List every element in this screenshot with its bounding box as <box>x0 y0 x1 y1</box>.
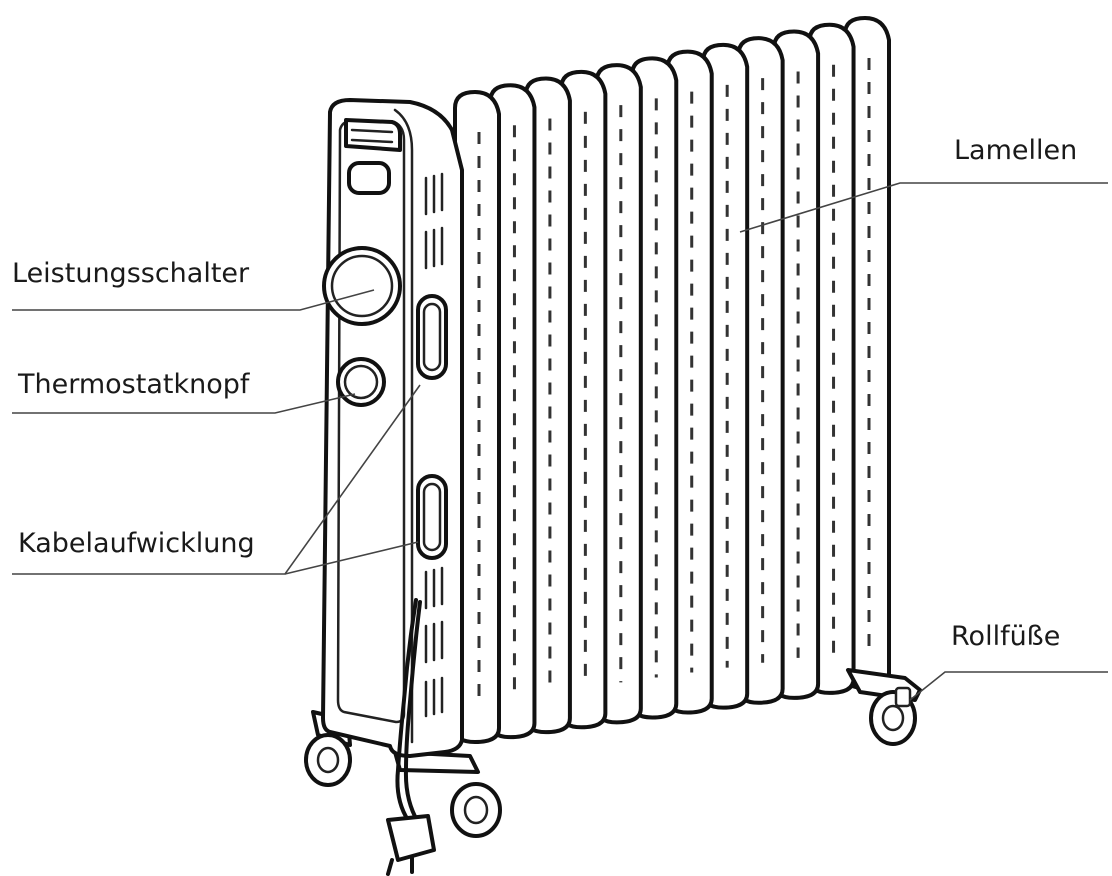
upper-cable-winding-post <box>416 294 448 380</box>
lower-cable-winding-post <box>416 474 448 560</box>
label-power-switch: Leistungsschalter <box>12 258 250 289</box>
right-caster-foot <box>846 668 922 746</box>
power-cable <box>386 598 436 876</box>
front-left-wheel <box>304 733 352 787</box>
plug <box>386 814 436 862</box>
indicator-window <box>347 161 391 195</box>
power-switch-knob <box>322 246 402 326</box>
top-handle <box>344 118 402 152</box>
control-side-panel <box>321 98 464 758</box>
label-cable-winding: Kabelaufwicklung <box>18 528 255 559</box>
label-caster-feet: Rollfüße <box>951 621 1061 652</box>
leader-lines <box>12 182 1108 701</box>
label-fins: Lamellen <box>954 135 1078 166</box>
radiator-fins <box>453 16 891 744</box>
front-middle-wheel <box>450 782 502 838</box>
label-thermostat-knob: Thermostatknopf <box>18 369 250 400</box>
